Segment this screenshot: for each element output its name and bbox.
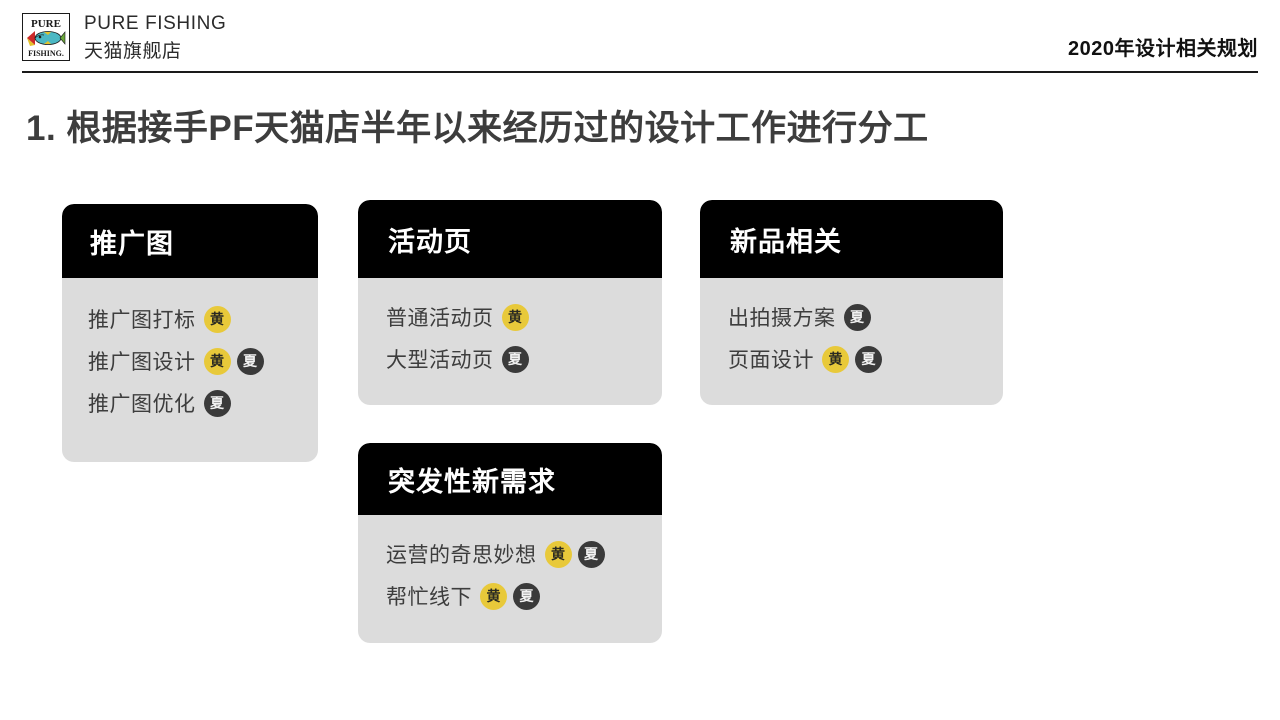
row-badges: 黄 夏 bbox=[822, 345, 888, 373]
card-header: 突发性新需求 bbox=[358, 443, 662, 515]
svg-text:PURE: PURE bbox=[31, 18, 61, 30]
row-label: 出拍摄方案 bbox=[728, 307, 836, 330]
card-body: 推广图打标 黄 推广图设计 黄 夏 推广图优化 夏 bbox=[62, 278, 318, 418]
card-body: 出拍摄方案 夏 页面设计 黄 夏 bbox=[700, 278, 1003, 374]
row-label: 推广图优化 bbox=[88, 393, 196, 416]
owner-badge-xia: 夏 bbox=[843, 303, 871, 331]
owner-badge-huang: 黄 bbox=[203, 305, 231, 333]
card-row: 推广图优化 夏 bbox=[88, 388, 318, 418]
row-label: 普通活动页 bbox=[386, 307, 494, 330]
page-title: 1. 根据接手PF天猫店半年以来经历过的设计工作进行分工 bbox=[26, 109, 929, 148]
card-body: 普通活动页 黄 大型活动页 夏 bbox=[358, 278, 662, 374]
owner-badge-xia: 夏 bbox=[577, 540, 605, 568]
owner-badge-xia: 夏 bbox=[236, 347, 264, 375]
row-badges: 黄 bbox=[501, 303, 535, 331]
card-row: 推广图打标 黄 bbox=[88, 304, 318, 334]
card-header: 活动页 bbox=[358, 200, 662, 278]
svg-text:FISHING.: FISHING. bbox=[28, 49, 64, 58]
card-row: 推广图设计 黄 夏 bbox=[88, 346, 318, 376]
card-row: 运营的奇思妙想 黄 夏 bbox=[386, 539, 662, 569]
brand-name-cn: 天猫旗舰店 bbox=[84, 41, 182, 62]
card-body: 运营的奇思妙想 黄 夏 帮忙线下 黄 夏 bbox=[358, 515, 662, 611]
card-row: 出拍摄方案 夏 bbox=[728, 302, 1003, 332]
owner-badge-xia: 夏 bbox=[203, 389, 231, 417]
card-tuiguangtu[interactable]: 推广图 推广图打标 黄 推广图设计 黄 夏 推广图优化 夏 bbox=[62, 204, 318, 462]
card-title: 活动页 bbox=[388, 226, 472, 257]
owner-badge-huang: 黄 bbox=[203, 347, 231, 375]
brand-text-block: PURE FISHING 天猫旗舰店 bbox=[84, 13, 226, 61]
row-badges: 黄 bbox=[203, 305, 237, 333]
page-header: PURE FISHING. PURE FISHING 天猫旗舰店 2020年设计… bbox=[0, 0, 1280, 73]
card-header: 新品相关 bbox=[700, 200, 1003, 278]
owner-badge-xia: 夏 bbox=[855, 345, 882, 373]
pure-fishing-logo-svg: PURE FISHING. bbox=[24, 15, 68, 59]
row-badges: 夏 bbox=[501, 345, 535, 373]
card-xinpinxiangguan[interactable]: 新品相关 出拍摄方案 夏 页面设计 黄 夏 bbox=[700, 200, 1003, 405]
card-row: 普通活动页 黄 bbox=[386, 302, 662, 332]
owner-badge-xia: 夏 bbox=[501, 345, 529, 373]
card-tufaxingxinxuqiu[interactable]: 突发性新需求 运营的奇思妙想 黄 夏 帮忙线下 黄 夏 bbox=[358, 443, 662, 643]
owner-badge-huang: 黄 bbox=[544, 540, 572, 568]
row-badges: 夏 bbox=[203, 389, 237, 417]
card-row: 页面设计 黄 夏 bbox=[728, 344, 1003, 374]
row-label: 帮忙线下 bbox=[386, 586, 472, 609]
row-badges: 夏 bbox=[843, 303, 877, 331]
row-label: 页面设计 bbox=[728, 349, 814, 372]
card-row: 大型活动页 夏 bbox=[386, 344, 662, 374]
row-label: 大型活动页 bbox=[386, 349, 494, 372]
card-header: 推广图 bbox=[62, 204, 318, 278]
card-huodongye[interactable]: 活动页 普通活动页 黄 大型活动页 夏 bbox=[358, 200, 662, 405]
owner-badge-xia: 夏 bbox=[513, 582, 540, 610]
card-title: 推广图 bbox=[90, 228, 174, 259]
row-badges: 黄 夏 bbox=[544, 540, 611, 568]
header-right-title: 2020年设计相关规划 bbox=[1068, 38, 1258, 60]
row-label: 推广图设计 bbox=[88, 351, 196, 374]
row-badges: 黄 夏 bbox=[480, 582, 546, 610]
row-label: 运营的奇思妙想 bbox=[386, 544, 537, 567]
card-row: 帮忙线下 黄 夏 bbox=[386, 581, 662, 611]
row-label: 推广图打标 bbox=[88, 309, 196, 332]
row-badges: 黄 夏 bbox=[203, 347, 270, 375]
header-divider bbox=[22, 71, 1258, 73]
card-title: 突发性新需求 bbox=[388, 466, 556, 497]
owner-badge-huang: 黄 bbox=[501, 303, 529, 331]
owner-badge-huang: 黄 bbox=[480, 582, 507, 610]
card-title: 新品相关 bbox=[730, 226, 842, 257]
owner-badge-huang: 黄 bbox=[822, 345, 849, 373]
brand-block: PURE FISHING. PURE FISHING 天猫旗舰店 bbox=[22, 13, 226, 61]
brand-name-en: PURE FISHING bbox=[84, 13, 227, 34]
pure-fishing-logo-icon: PURE FISHING. bbox=[22, 13, 70, 61]
